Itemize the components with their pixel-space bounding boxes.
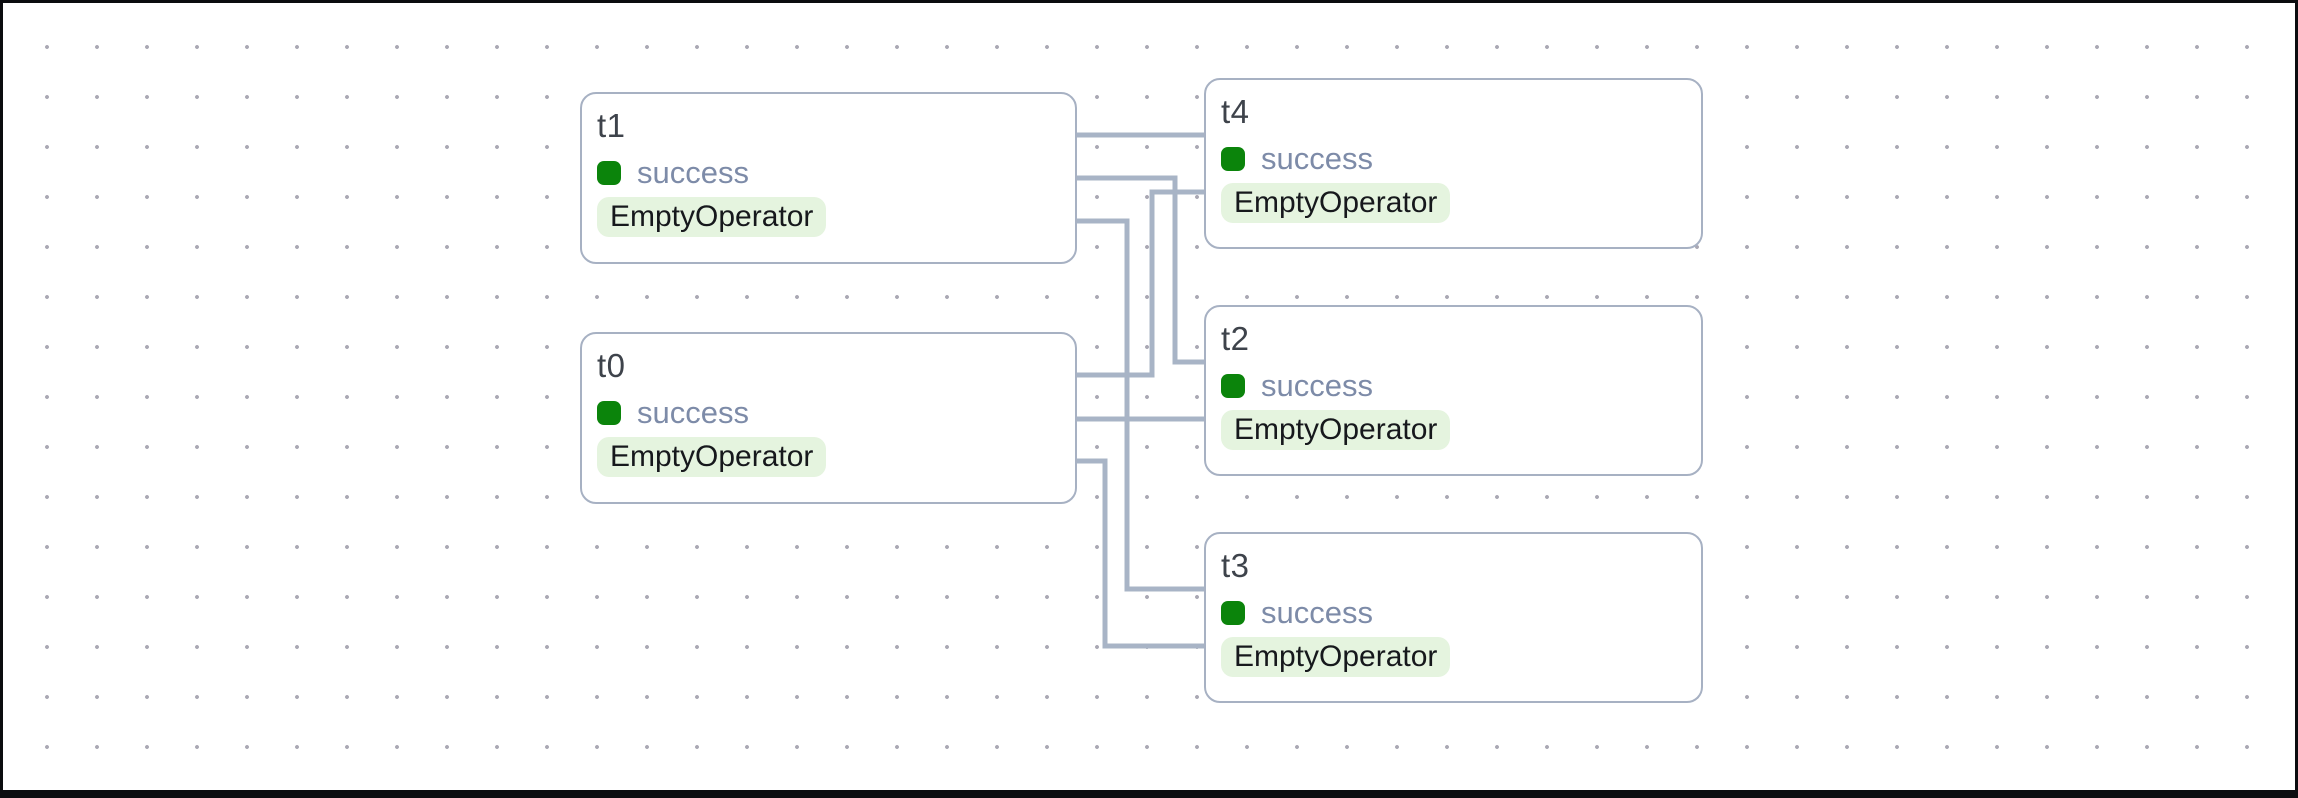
task-node-t1[interactable]: t1 success EmptyOperator (580, 92, 1077, 264)
task-status-row: success (597, 155, 749, 190)
task-state-label: success (1261, 141, 1373, 176)
operator-badge: EmptyOperator (1221, 637, 1451, 677)
success-status-icon (1221, 374, 1245, 398)
dag-canvas[interactable]: t1 success EmptyOperator t0 success Empt… (3, 3, 2295, 790)
operator-badge: EmptyOperator (597, 197, 827, 237)
task-state-label: success (1261, 595, 1373, 630)
success-status-icon (597, 401, 621, 425)
task-node-t3[interactable]: t3 success EmptyOperator (1204, 532, 1703, 703)
task-status-row: success (597, 395, 749, 430)
task-title: t0 (597, 347, 626, 384)
task-node-t0[interactable]: t0 success EmptyOperator (580, 332, 1077, 504)
task-node-t4[interactable]: t4 success EmptyOperator (1204, 78, 1703, 249)
success-status-icon (1221, 601, 1245, 625)
task-title: t4 (1221, 93, 1250, 130)
operator-badge: EmptyOperator (1221, 183, 1451, 223)
task-state-label: success (1261, 368, 1373, 403)
task-node-t2[interactable]: t2 success EmptyOperator (1204, 305, 1703, 476)
operator-badge: EmptyOperator (597, 437, 827, 477)
operator-badge: EmptyOperator (1221, 410, 1451, 450)
task-status-row: success (1221, 368, 1373, 403)
task-state-label: success (637, 155, 749, 190)
task-title: t3 (1221, 547, 1250, 584)
task-title: t1 (597, 107, 626, 144)
task-status-row: success (1221, 141, 1373, 176)
success-status-icon (1221, 147, 1245, 171)
success-status-icon (597, 161, 621, 185)
task-title: t2 (1221, 320, 1250, 357)
task-status-row: success (1221, 595, 1373, 630)
task-state-label: success (637, 395, 749, 430)
